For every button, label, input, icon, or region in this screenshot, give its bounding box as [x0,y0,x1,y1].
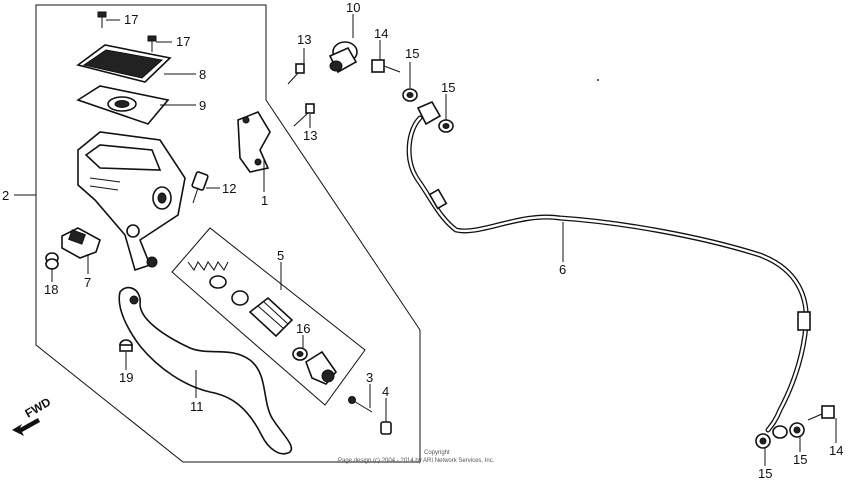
callout-8: 8 [199,67,206,82]
banjo-bolt-14-upper [371,59,401,73]
leader-lines [14,14,837,466]
callout-10: 10 [346,0,360,15]
clamp-holder [237,111,271,173]
callout-18: 18 [44,282,58,297]
washer-15-c [755,433,771,449]
banjo-fitting [328,41,358,74]
callout-12: 12 [222,181,236,196]
washer-15-b [438,119,454,133]
circlip-16 [292,347,308,361]
pivot-bolt [191,171,209,204]
washer-15-d [789,422,805,438]
callout-16: 16 [296,321,310,336]
screw-17-second [147,35,157,52]
brake-lever [118,286,293,455]
callout-15-d: 15 [793,452,807,467]
fwd-arrow-icon [12,418,40,436]
callout-15-c: 15 [758,466,772,481]
nut-cap-4 [380,421,392,435]
callout-15-a: 15 [405,46,419,61]
callout-7: 7 [84,275,91,290]
nut-18 [45,252,59,270]
callout-14-b: 14 [829,443,843,458]
callout-2: 2 [2,188,9,203]
bolt-13-lower [293,103,315,127]
assembly-outline [35,4,421,463]
callout-14-a: 14 [374,26,388,41]
callout-13-a: 13 [297,32,311,47]
callout-19: 19 [119,370,133,385]
callout-6: 6 [559,262,566,277]
lever-cap-19 [119,339,133,352]
bolt-13-upper [287,63,305,85]
piston-kit-outline [171,227,366,406]
piston [248,296,294,338]
screw-17-top [97,11,107,28]
fwd-label: FWD [23,395,54,421]
callout-17-b: 17 [176,34,190,49]
piston-spring [187,261,229,289]
callout-13-b: 13 [303,128,317,143]
callout-5: 5 [277,248,284,263]
callout-3: 3 [366,370,373,385]
callout-15-b: 15 [441,80,455,95]
boot [305,350,338,385]
pivot-pin-3 [348,396,373,413]
master-cylinder-body [77,131,186,272]
brake-switch [61,227,101,266]
callout-17-a: 17 [124,12,138,27]
callout-4: 4 [382,384,389,399]
piston-cup [231,290,249,306]
callout-1: 1 [261,193,268,208]
callout-11: 11 [190,399,204,414]
copyright-line-1: Copyright [424,450,450,456]
banjo-bolt-14-lower [807,405,835,421]
washer-15-a [402,88,418,102]
fwd-indicator: FWD [12,395,53,436]
callout-9: 9 [199,98,206,113]
copyright-line-2: Page design (c) 2004 - 2014 by ARI Netwo… [338,458,495,464]
brake-hose [406,100,811,439]
